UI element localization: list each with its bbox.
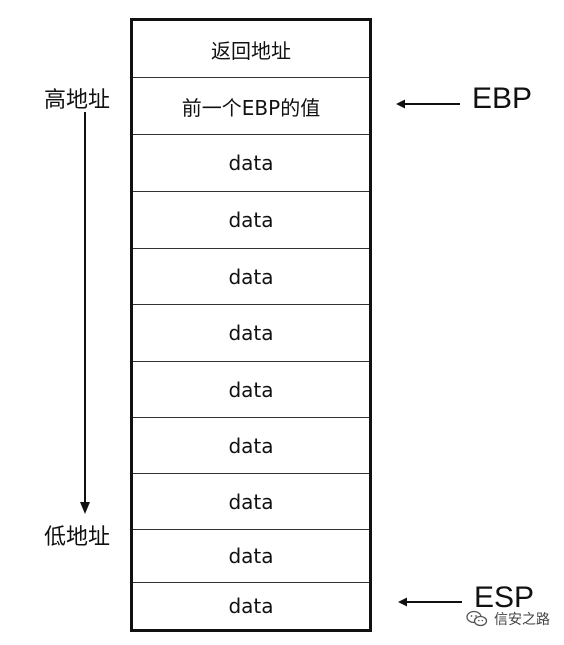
watermark: 信安之路 bbox=[466, 609, 550, 629]
stack-cell-data: data bbox=[133, 135, 369, 192]
wechat-icon bbox=[466, 610, 488, 627]
stack-cell-previous-ebp: 前一个EBP的值 bbox=[133, 78, 369, 135]
ebp-register-label: EBP bbox=[472, 82, 533, 115]
high-address-label: 高地址 bbox=[44, 88, 111, 113]
stack-cell-return-address: 返回地址 bbox=[133, 21, 369, 78]
stack-cell-data: data bbox=[133, 474, 369, 530]
stack-cell-data: data bbox=[133, 249, 369, 305]
stack-cell-data: data bbox=[133, 305, 369, 362]
stack-cell-data: data bbox=[133, 418, 369, 474]
stack-frame-diagram: 返回地址 前一个EBP的值 data data data data data d… bbox=[130, 18, 372, 632]
stack-cell-data: data bbox=[228, 594, 274, 618]
low-address-label: 低地址 bbox=[44, 525, 111, 550]
watermark-text: 信安之路 bbox=[494, 612, 550, 628]
address-direction-arrow bbox=[80, 112, 90, 514]
stack-cell-data: data bbox=[133, 362, 369, 418]
stack-cell-data: data bbox=[133, 192, 369, 249]
ebp-pointer-arrow bbox=[396, 99, 460, 109]
stack-cell-data: data bbox=[133, 530, 369, 583]
esp-register-label: ESP bbox=[474, 581, 535, 614]
esp-pointer-arrow bbox=[398, 597, 462, 607]
